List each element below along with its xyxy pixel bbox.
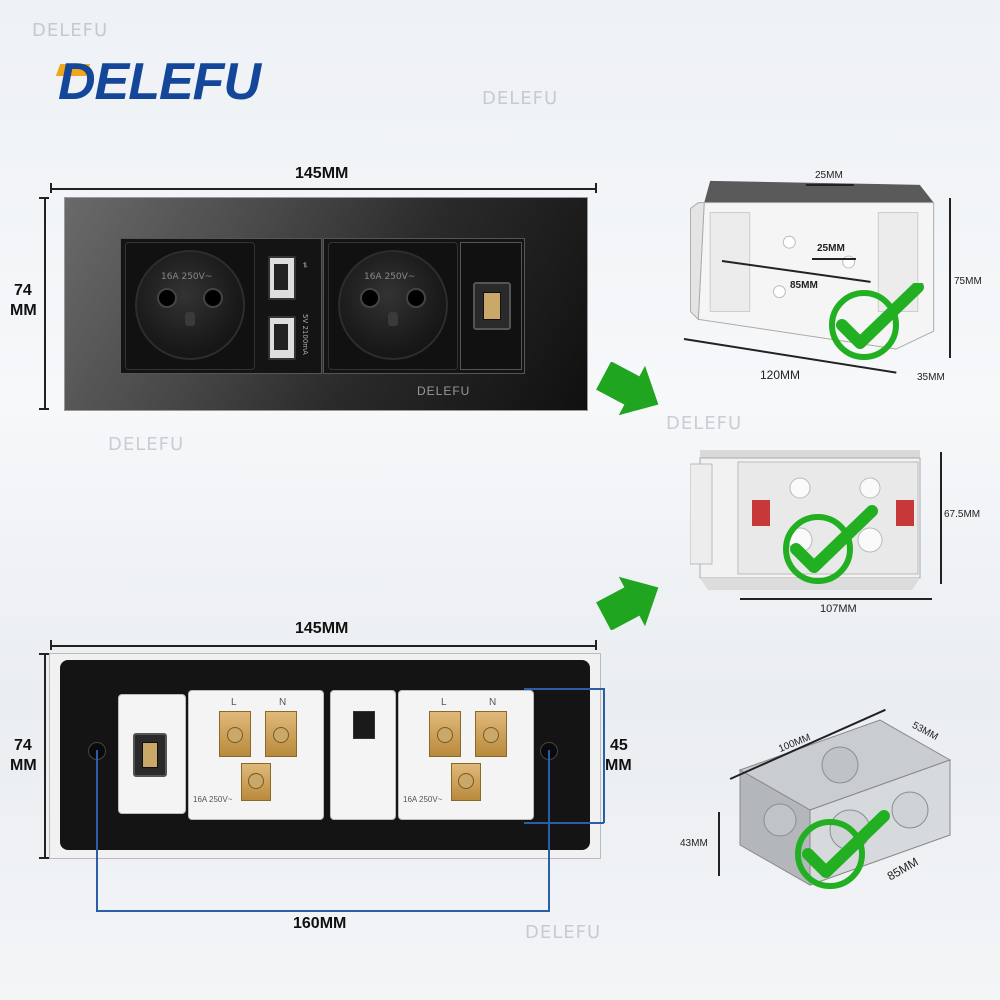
hdmi-back-module <box>118 694 186 814</box>
outlet-module-2: L N 16A 250V~ <box>398 690 534 820</box>
back-width-tick <box>595 640 597 650</box>
outlet-module-1: L N 16A 250V~ <box>188 690 324 820</box>
panel-logo: DELEFU <box>417 384 471 398</box>
box2-width-dim-line <box>740 598 932 600</box>
hole-height-line-top <box>524 688 604 690</box>
front-height-tick <box>39 197 49 199</box>
socket-rating: 16A 250V~ <box>364 272 416 282</box>
back-height-label: 74 <box>14 737 32 754</box>
hdmi-slot <box>142 742 158 768</box>
front-width-line <box>50 188 596 190</box>
socket-pinhole <box>157 288 177 308</box>
box1-span-label: 85MM <box>790 280 818 291</box>
hole-height-label: 45 <box>610 737 628 754</box>
hole-span-label: 160MM <box>293 915 347 932</box>
watermark: DELEFU <box>482 88 559 109</box>
box1-width-label: 120MM <box>760 368 801 382</box>
hdmi-slot <box>483 292 501 320</box>
box2-height-dim-line <box>940 452 942 584</box>
socket-pinhole <box>203 288 223 308</box>
front-glass-panel: 16A 250V~ ⇌ 5V 2100mA 16A 250V~ DELEFU <box>64 197 588 411</box>
box2-width-label: 107MM <box>820 603 857 615</box>
front-width-label: 145MM <box>295 165 349 182</box>
usb-slot <box>274 324 288 350</box>
watermark: DELEFU <box>108 434 185 455</box>
back-width-line <box>50 645 596 647</box>
module-rating: 16A 250V~ <box>193 795 233 804</box>
front-width-tick <box>595 183 597 193</box>
french-socket-2[interactable]: 16A 250V~ <box>338 250 448 360</box>
terminal-screw <box>248 773 264 789</box>
pin-label-l: L <box>441 697 447 708</box>
watermark: DELEFU <box>32 20 109 41</box>
back-height-tick <box>39 857 49 859</box>
usb-slot <box>274 264 288 290</box>
terminal-screw <box>483 727 499 743</box>
earth-pin <box>185 312 195 326</box>
terminal-screw <box>458 773 474 789</box>
hole-height-unit: MM <box>605 757 632 774</box>
pin-label-l: L <box>231 697 237 708</box>
hdmi-port[interactable] <box>473 282 511 330</box>
pin-label-n: N <box>489 697 497 708</box>
white-mounting-box-1 <box>690 180 935 350</box>
box1-top-label: 25MM <box>815 170 843 181</box>
usb-icon: ⇌ <box>301 262 309 268</box>
hdmi-port[interactable] <box>133 733 167 777</box>
box3-height-label: 43MM <box>680 838 708 849</box>
usb-rating: 5V 2100mA <box>301 314 309 355</box>
brand-logo: DELEFU <box>58 53 261 111</box>
box3-height-dim-line <box>718 812 720 876</box>
pin-label-n: N <box>279 697 287 708</box>
watermark: DELEFU <box>666 413 743 434</box>
back-height-line <box>44 653 46 858</box>
check-icon <box>783 505 878 584</box>
check-icon <box>795 810 890 889</box>
back-width-label: 145MM <box>295 620 349 637</box>
front-height-line <box>44 197 46 409</box>
usb-port-bottom[interactable] <box>268 316 296 360</box>
socket-pinhole <box>406 288 426 308</box>
box1-height-label: 75MM <box>954 276 982 287</box>
hole-span-line <box>96 910 549 912</box>
green-arrow-icon <box>596 576 659 630</box>
hole-height-line-bottom <box>524 822 604 824</box>
back-height-unit: MM <box>10 757 37 774</box>
module-rating: 16A 250V~ <box>403 795 443 804</box>
usb-connector <box>353 711 375 739</box>
hole-span-line-right <box>548 750 550 912</box>
usb-back-module <box>330 690 396 820</box>
box1-inner-label: 25MM <box>817 243 845 254</box>
front-width-tick <box>50 183 52 193</box>
green-arrow-icon <box>596 362 659 416</box>
earth-pin <box>388 312 398 326</box>
terminal-screw <box>273 727 289 743</box>
hole-span-line-left <box>96 750 98 912</box>
back-width-tick <box>50 640 52 650</box>
front-height-label: 74 <box>14 282 32 299</box>
terminal-screw <box>227 727 243 743</box>
socket-pinhole <box>360 288 380 308</box>
box1-inner-dim-line <box>812 258 856 260</box>
usb-port-top[interactable] <box>268 256 296 300</box>
french-socket-1[interactable]: 16A 250V~ <box>135 250 245 360</box>
box1-depth-label: 35MM <box>917 372 945 383</box>
box2-height-label: 67.5MM <box>944 509 981 520</box>
box1-top-dim-line <box>806 184 854 186</box>
terminal-screw <box>437 727 453 743</box>
metal-mounting-box <box>738 719 952 886</box>
hole-height-line <box>603 688 605 823</box>
watermark: DELEFU <box>525 922 602 943</box>
front-height-unit: MM <box>10 302 37 319</box>
check-icon <box>829 283 924 360</box>
socket-rating: 16A 250V~ <box>161 272 213 282</box>
back-height-tick <box>39 653 49 655</box>
box1-height-dim-line <box>949 198 951 358</box>
front-height-tick <box>39 408 49 410</box>
